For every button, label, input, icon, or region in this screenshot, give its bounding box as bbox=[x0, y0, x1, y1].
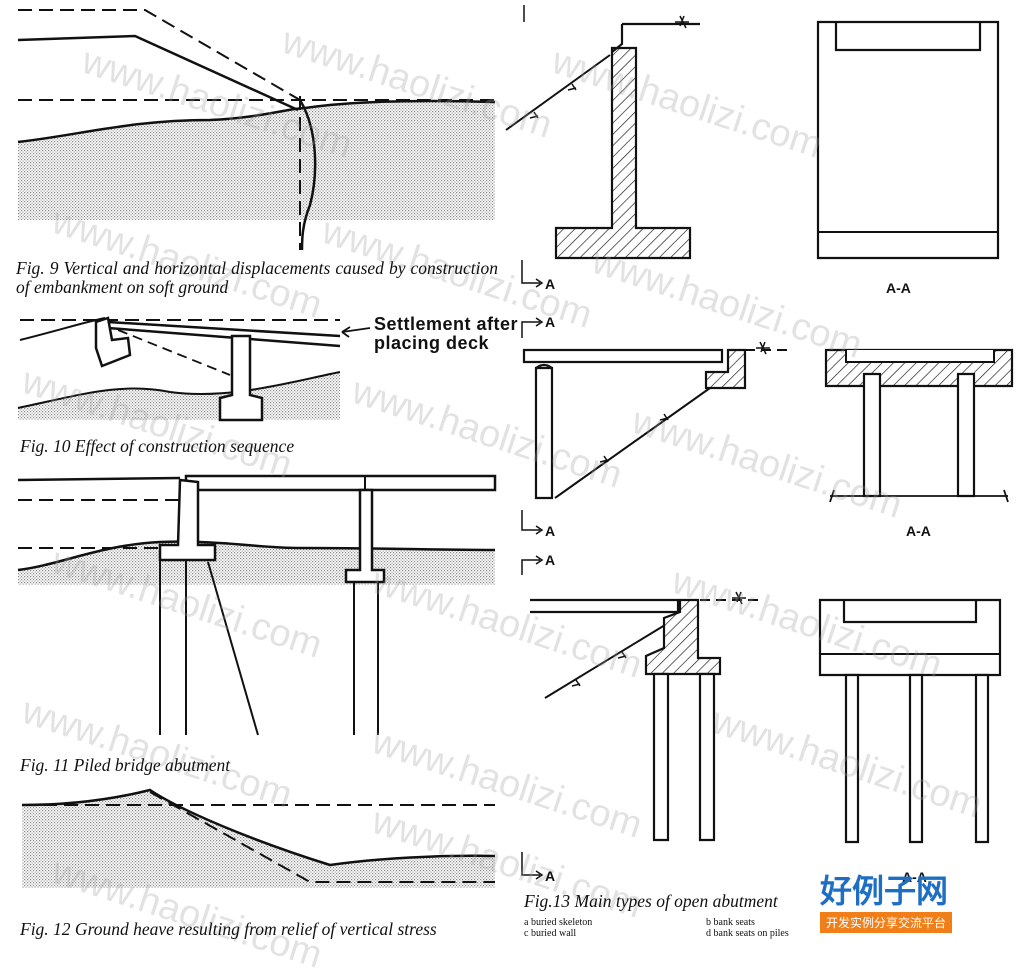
fig10-pier bbox=[218, 334, 264, 422]
section-label-a: A bbox=[545, 868, 556, 884]
fig10-deck bbox=[107, 320, 341, 348]
section-label-a: A bbox=[545, 523, 556, 539]
fig11-deck bbox=[184, 474, 497, 492]
fig13-caption: Fig.13 Main types of open abutment bbox=[524, 891, 778, 911]
fig10-drawing bbox=[17, 316, 371, 422]
fig11-drawing bbox=[17, 474, 497, 736]
fig13c-section-piles bbox=[844, 673, 990, 844]
fig13c-section bbox=[818, 598, 1002, 677]
section-label-a: A bbox=[545, 552, 556, 568]
legend-item-d: d bank seats on piles bbox=[706, 928, 789, 939]
section-label-a: A bbox=[545, 314, 556, 330]
fig11-pier bbox=[344, 488, 386, 584]
fig13a-deck bbox=[611, 22, 700, 53]
fig10-caption: Fig. 10 Effect of construction sequence bbox=[20, 436, 295, 456]
fig10-annotation-line1: Settlement after bbox=[374, 314, 519, 334]
fig11-pier-piles bbox=[353, 582, 379, 735]
fig13a-slope bbox=[505, 54, 611, 131]
fig12-caption: Fig. 12 Ground heave resulting from reli… bbox=[20, 919, 437, 939]
fig9-ground-line bbox=[17, 99, 496, 144]
fig11-caption: Fig. 11 Piled bridge abutment bbox=[20, 755, 231, 775]
section-label-aa: A-A bbox=[902, 869, 927, 885]
fig10-annotation-line2: placing deck bbox=[374, 333, 490, 353]
fig12-excavation bbox=[149, 791, 495, 883]
fig9-lateral-displacement bbox=[298, 99, 317, 251]
fig9-drawing bbox=[17, 9, 496, 251]
brand-watermark: 好例子网 开发实例分享交流平台 bbox=[820, 866, 1025, 943]
legend-item-a: a buried skeleton bbox=[524, 917, 593, 928]
fig12-drawing bbox=[21, 788, 496, 888]
fig11-abutment-piles bbox=[159, 560, 259, 736]
figure-drawings bbox=[17, 5, 1014, 888]
fig10-soft-ground bbox=[18, 372, 340, 420]
legend-item-c: c buried wall bbox=[524, 928, 577, 939]
fig9-embankment-original bbox=[17, 34, 299, 112]
fig13b-column bbox=[534, 366, 554, 500]
fig13c-drawing bbox=[521, 555, 1002, 880]
fig13c-deck bbox=[530, 598, 680, 614]
fig12-ground bbox=[22, 790, 495, 888]
section-label-aa: A-A bbox=[886, 280, 911, 296]
fig13b-slope bbox=[554, 387, 711, 499]
section-label-a: A bbox=[545, 276, 556, 292]
legend-item-b: b bank seats bbox=[706, 917, 755, 928]
fig10-annotation: Settlement after placing deck bbox=[374, 315, 518, 353]
fig13a-section bbox=[816, 20, 1000, 260]
section-label-aa: A-A bbox=[906, 523, 931, 539]
fig13b-drawing bbox=[521, 317, 1014, 535]
fig9-embankment-settled bbox=[18, 9, 301, 101]
fig13a-wall bbox=[554, 46, 692, 260]
fig10-leader bbox=[341, 327, 371, 333]
brand-tagline: 开发实例分享交流平台 bbox=[820, 912, 953, 933]
fig13c-piles bbox=[652, 672, 716, 842]
fig13c-pilecap bbox=[644, 598, 722, 676]
fig9-caption: Fig. 9 Vertical and horizontal displacem… bbox=[16, 258, 498, 297]
fig11-abutment bbox=[158, 478, 217, 562]
fig13b-deck bbox=[522, 348, 724, 364]
fig13a-drawing bbox=[505, 5, 1000, 288]
brand-logo-text: 好例子网 bbox=[820, 872, 949, 910]
fig13c-slope bbox=[544, 624, 666, 699]
fig13b-section-columns bbox=[862, 372, 976, 498]
fig9-soft-ground bbox=[18, 100, 495, 220]
fig10-abutment bbox=[94, 316, 132, 368]
